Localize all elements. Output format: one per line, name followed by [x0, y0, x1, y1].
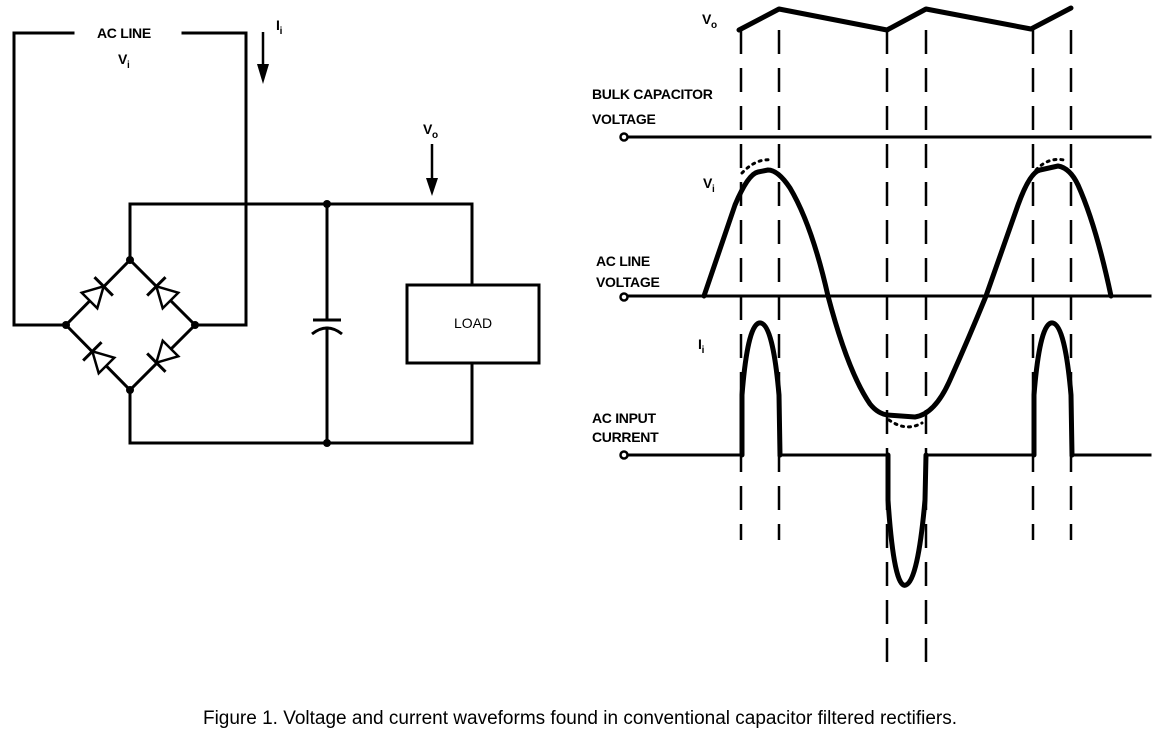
input-current-arrow: [257, 32, 269, 84]
bulk-trace-label-1: BULK CAPACITOR: [592, 86, 713, 102]
diode-top-left: [79, 276, 114, 311]
diode-top-right: [146, 276, 181, 311]
line-trace-label-1: AC LINE: [596, 253, 650, 269]
ii-label: Ii: [276, 17, 283, 37]
dc-negative-rail: [128, 361, 474, 445]
line-terminal: [619, 292, 629, 302]
figure-caption: Figure 1. Voltage and current waveforms …: [203, 708, 957, 729]
rectifier-circuit: AC LINE Vi Ii: [12, 17, 541, 447]
bulk-capacitor: [311, 202, 343, 445]
load-label: LOAD: [454, 315, 492, 331]
ac-input-current-trace: Ii AC INPUT CURRENT: [592, 320, 1152, 588]
vi-peak-dotted-left: [740, 158, 774, 175]
ac-line-wire-right: [181, 31, 248, 327]
vo-signal-label: Vo: [702, 11, 717, 31]
load-box: [405, 283, 541, 365]
diode-bridge: [62, 256, 199, 394]
diode-bottom-left: [82, 341, 117, 376]
current-pulse-1: [739, 320, 783, 458]
dc-positive-rail: [128, 202, 474, 286]
diode-bottom-right: [146, 338, 181, 373]
current-pulse-2: [885, 452, 929, 588]
timing-markers: [739, 30, 1073, 670]
ii-signal-label: Ii: [698, 336, 705, 356]
ac-line-trace: Vi AC LINE VOLTAGE: [596, 158, 1152, 429]
vo-ripple-waveform: [736, 5, 1074, 33]
vi-label: Vi: [118, 51, 130, 71]
waveform-panel: Vo BULK CAPACITOR VOLTAGE Vi AC LINE VOL…: [592, 5, 1152, 670]
vi-trough-dotted: [887, 418, 924, 429]
vi-peak-dotted-right: [1034, 158, 1066, 172]
ac-line-label: AC LINE: [97, 25, 151, 41]
current-pulse-3: [1031, 320, 1075, 458]
current-terminal: [619, 450, 629, 460]
output-voltage-arrow: [426, 144, 438, 196]
line-trace-label-2: VOLTAGE: [596, 274, 660, 290]
bulk-trace-label-2: VOLTAGE: [592, 111, 656, 127]
ac-line-wire-left: [12, 31, 75, 327]
vo-label: Vo: [423, 121, 438, 141]
bulk-capacitor-trace: Vo BULK CAPACITOR VOLTAGE: [592, 5, 1152, 142]
current-trace-label-2: CURRENT: [592, 429, 659, 445]
current-trace-label-1: AC INPUT: [592, 410, 656, 426]
bulk-terminal: [619, 132, 629, 142]
vi-signal-label: Vi: [703, 175, 715, 195]
vi-waveform: [701, 163, 1114, 420]
